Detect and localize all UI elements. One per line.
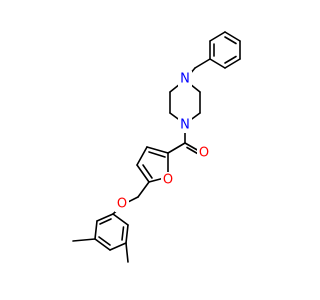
- double-bond-inner: [121, 226, 125, 241]
- molecule-structure: N N O O O: [72, 31, 241, 263]
- double-bond-inner: [99, 218, 112, 225]
- bond: [94, 238, 111, 251]
- bond: [194, 58, 211, 69]
- methyl-bond: [72, 238, 96, 242]
- nitrogen-label: N: [180, 72, 190, 87]
- bond: [146, 146, 169, 154]
- bond: [96, 213, 114, 222]
- bond: [224, 31, 241, 42]
- double-bond-inner: [142, 164, 153, 179]
- double-bond-inner: [148, 151, 166, 158]
- nitrogen-label: N: [180, 118, 190, 133]
- benzyl-ring: [209, 31, 241, 69]
- bond: [209, 31, 226, 42]
- bond: [136, 164, 150, 183]
- bond: [167, 142, 186, 154]
- bond: [136, 146, 148, 166]
- atom-o-ether: O: [115, 196, 129, 212]
- bond: [109, 242, 127, 251]
- double-bond-inner: [224, 36, 237, 45]
- bond: [184, 142, 200, 152]
- dimethylphenyl-ring: [94, 213, 129, 251]
- bond: [112, 213, 129, 226]
- atom-n-top: N: [178, 71, 192, 87]
- molecule-canvas: N N O O O: [72, 31, 241, 263]
- oxygen-label: O: [117, 197, 127, 212]
- double-bond-inner: [224, 55, 237, 64]
- bond: [137, 181, 150, 198]
- bond: [94, 220, 98, 240]
- oxygen-label: O: [163, 173, 173, 188]
- bond: [209, 58, 226, 69]
- atom-o-carbonyl: O: [197, 145, 211, 161]
- atom-o-furan: O: [161, 172, 175, 188]
- bond: [224, 58, 241, 69]
- double-bond-inner: [98, 236, 111, 246]
- methyl-bond: [125, 242, 129, 263]
- bond: [125, 224, 129, 244]
- atom-n-bottom: N: [178, 117, 192, 133]
- oxygen-label: O: [199, 146, 209, 161]
